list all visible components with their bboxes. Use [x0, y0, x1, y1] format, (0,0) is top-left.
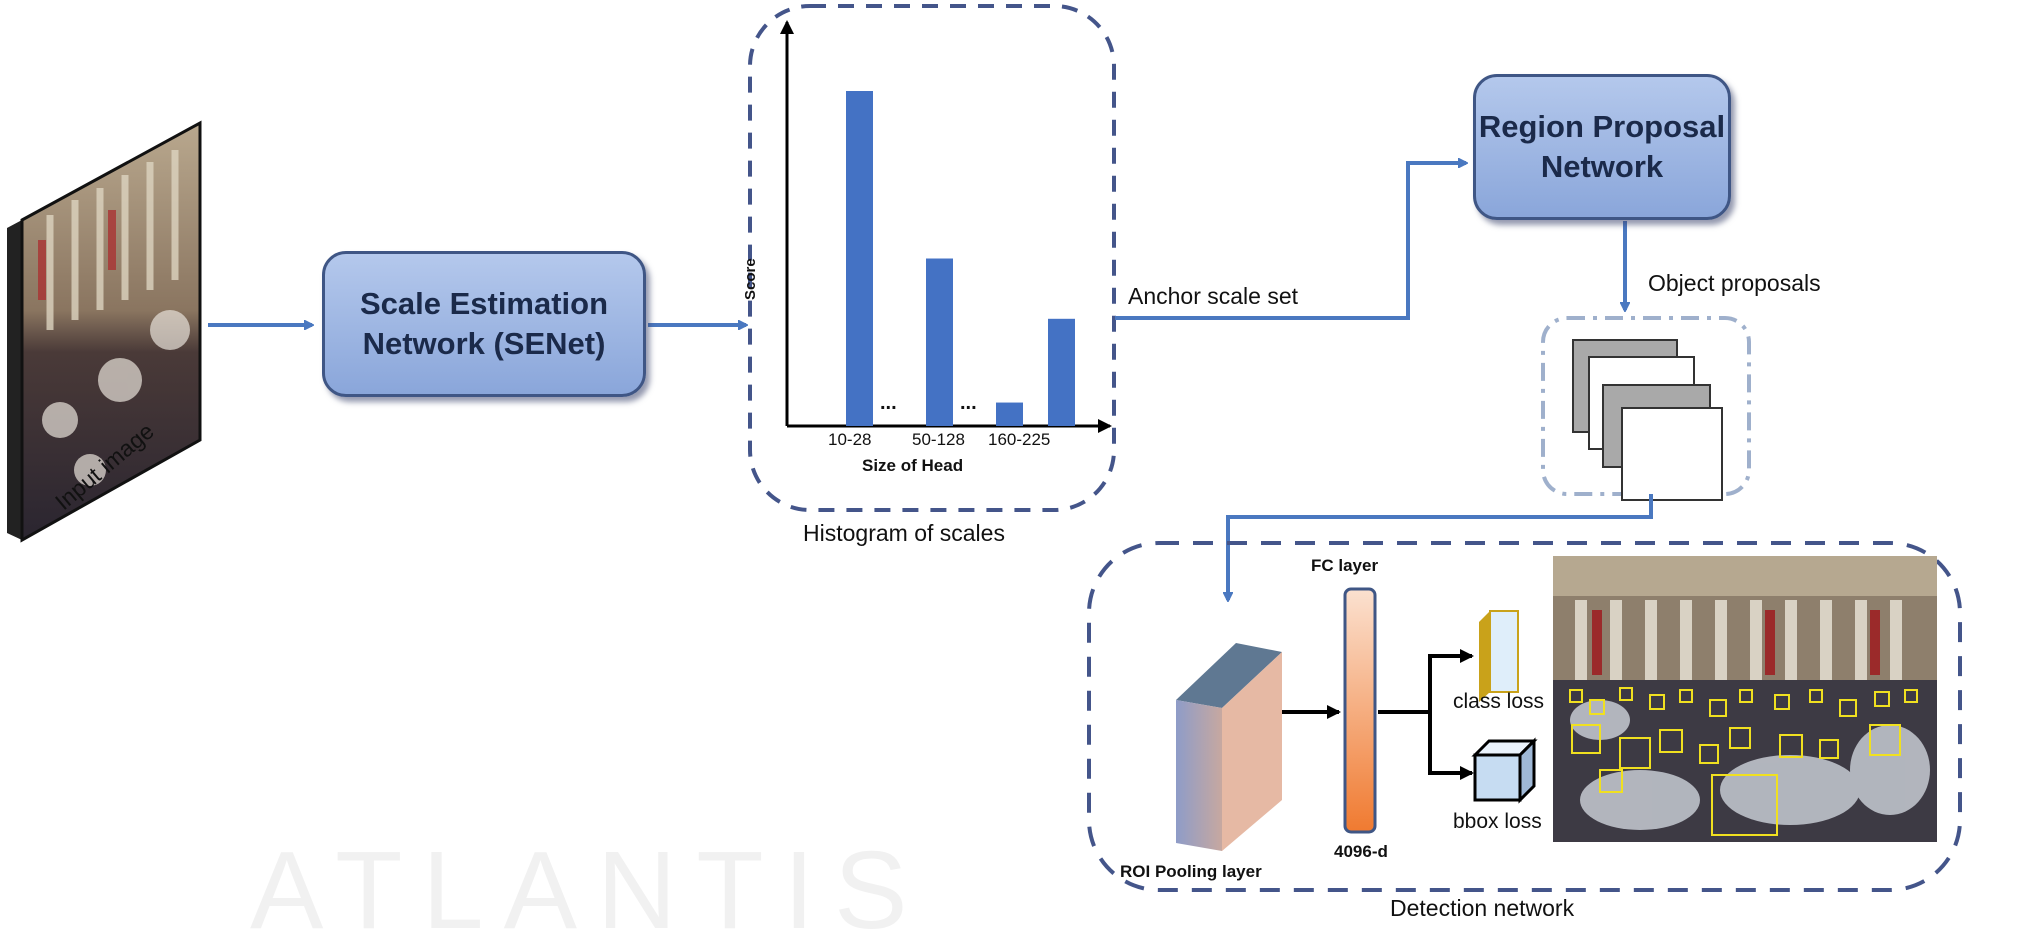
histogram-frame: [748, 4, 1116, 512]
bbox-loss-icon: [1471, 737, 1538, 804]
arrow-anchor-to-rpn: [1115, 163, 1466, 320]
detection-network-caption: Detection network: [1390, 895, 1575, 921]
proposal-stack: [1572, 339, 1723, 501]
y-axis-label: Score: [742, 258, 759, 300]
histogram-bar-1: [846, 91, 873, 426]
roi-pooling-label: ROI Pooling layer: [1120, 862, 1262, 881]
histogram-bar-3: [996, 402, 1023, 426]
input-image: [7, 120, 202, 543]
arrow-fc-to-bbox: [1428, 712, 1474, 780]
histogram-bar-4: [1048, 318, 1075, 426]
watermark: ATLANTIS: [250, 829, 928, 932]
tick-label-160-225: 160-225: [988, 430, 1051, 449]
arrow-fc-to-class: [1378, 649, 1474, 714]
histogram-caption: Histogram of scales: [803, 520, 1005, 546]
class-loss-icon: [1479, 610, 1519, 702]
bbox-loss-label: bbox loss: [1453, 810, 1542, 833]
tick-label-50-128: 50-128: [912, 430, 965, 449]
x-axis-label: Size of Head: [862, 456, 964, 475]
object-proposals-label: Object proposals: [1648, 270, 1821, 296]
detection-result-image: [1553, 556, 1937, 842]
fc-layer-bar: [1343, 587, 1377, 834]
roi-pooling-block: [1176, 643, 1282, 851]
proposals-frame: [1541, 316, 1751, 496]
fc-layer-label: FC layer: [1311, 556, 1379, 575]
tick-label-10-28: 10-28: [828, 430, 872, 449]
fc-dim-label: 4096-d: [1334, 842, 1388, 861]
ellipsis-2: ...: [960, 392, 977, 414]
rpn-line2: Network: [1540, 149, 1664, 184]
ellipsis-1: ...: [880, 392, 897, 414]
class-loss-label: class loss: [1453, 690, 1545, 713]
arrow-proposals-to-roi: [1228, 494, 1653, 600]
senet-line1: Scale Estimation: [359, 286, 609, 321]
senet-line2: Network (SENet): [362, 326, 606, 361]
histogram-bar-2: [926, 258, 953, 426]
rpn-line1: Region Proposal: [1478, 109, 1726, 144]
anchor-scale-set-label: Anchor scale set: [1128, 283, 1299, 309]
